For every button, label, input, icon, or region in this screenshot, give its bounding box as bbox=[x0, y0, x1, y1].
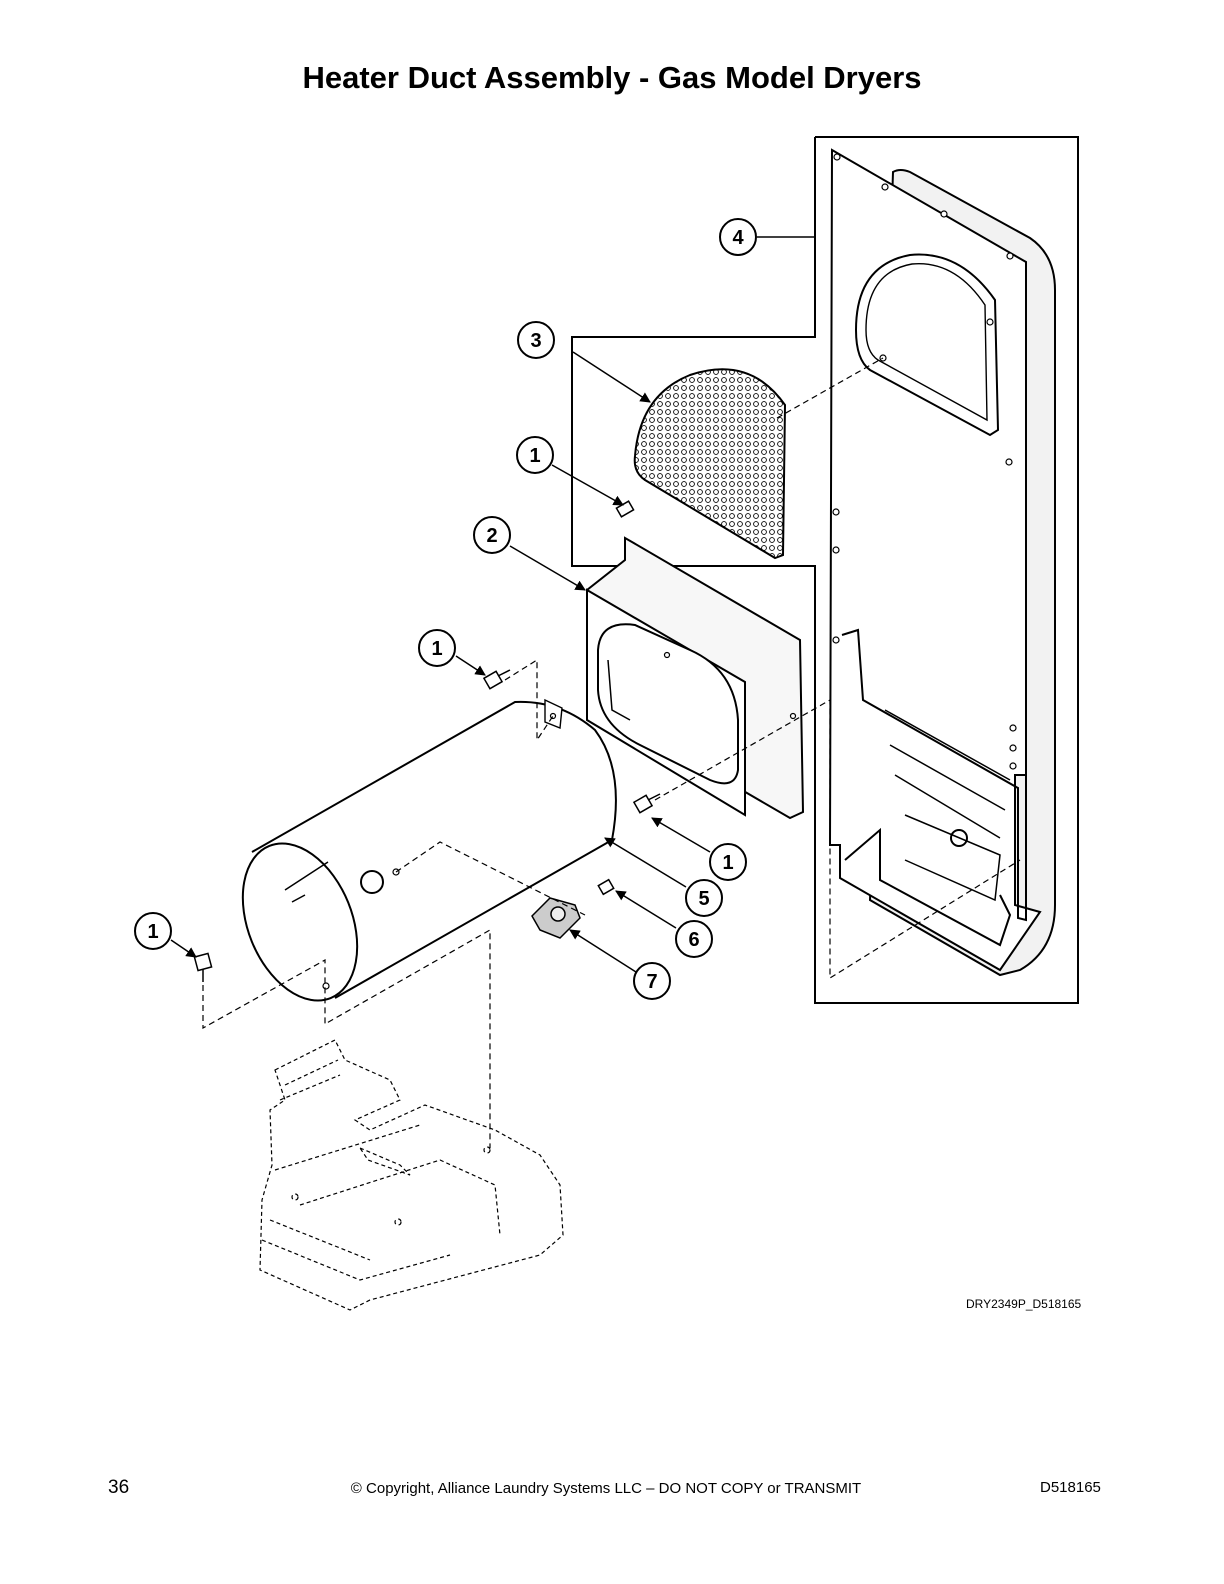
svg-text:7: 7 bbox=[646, 971, 657, 993]
duct-bracket-part bbox=[586, 536, 805, 820]
callout-7: 7 bbox=[633, 962, 671, 1000]
svg-text:1: 1 bbox=[147, 921, 158, 943]
alignment-lines bbox=[202, 357, 1021, 1148]
callout-6: 6 bbox=[675, 920, 713, 958]
callout-3: 3 bbox=[517, 321, 555, 359]
callout-4: 4 bbox=[719, 218, 757, 256]
callout-2: 2 bbox=[473, 516, 511, 554]
page-number: 36 bbox=[108, 1477, 130, 1498]
svg-text:3: 3 bbox=[530, 330, 541, 352]
page-title: Heater Duct Assembly - Gas Model Dryers bbox=[302, 60, 922, 95]
svg-text:4: 4 bbox=[732, 227, 744, 249]
callout-5: 5 bbox=[685, 879, 723, 917]
callout-1-mid: 1 bbox=[418, 629, 456, 667]
figure-code: DRY2349P_D518165 bbox=[966, 1297, 1082, 1311]
callout-1-top: 1 bbox=[516, 436, 554, 474]
leader-lines bbox=[170, 236, 815, 973]
callout-1-right: 1 bbox=[709, 843, 747, 881]
svg-text:6: 6 bbox=[688, 929, 699, 951]
screw-6 bbox=[597, 878, 615, 896]
svg-text:2: 2 bbox=[486, 525, 497, 547]
screw-1c bbox=[632, 793, 661, 814]
document-number: D518165 bbox=[1040, 1479, 1101, 1496]
callout-1-left: 1 bbox=[134, 912, 172, 950]
copyright-notice: © Copyright, Alliance Laundry Systems LL… bbox=[350, 1480, 862, 1497]
screws bbox=[193, 500, 661, 982]
rear-panel-part bbox=[828, 148, 1056, 977]
screw-1b bbox=[482, 669, 511, 690]
svg-text:1: 1 bbox=[529, 445, 540, 467]
lint-screen-part bbox=[633, 368, 787, 560]
burner-housing-phantom bbox=[259, 1039, 564, 1311]
thermostat-part bbox=[531, 897, 581, 939]
heater-duct-part bbox=[241, 698, 617, 1002]
screw-1d bbox=[193, 952, 213, 982]
svg-text:1: 1 bbox=[722, 852, 733, 874]
svg-text:5: 5 bbox=[698, 888, 709, 910]
svg-text:1: 1 bbox=[431, 638, 442, 660]
rear-panel-frame bbox=[571, 136, 1079, 1004]
